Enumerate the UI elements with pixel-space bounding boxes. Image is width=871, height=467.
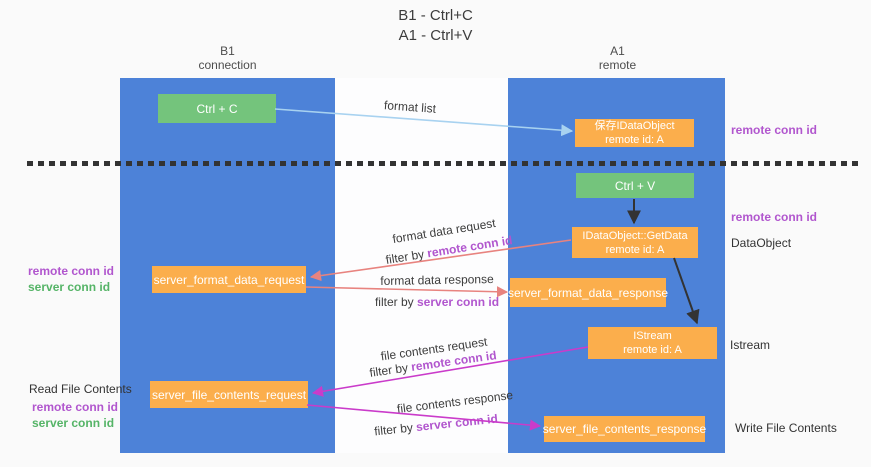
getdata-line1: IDataObject::GetData [582,229,688,242]
right-column-subtitle: remote [598,58,637,72]
ctrl-v-label: Ctrl + V [614,178,656,193]
title-line-2: A1 - Ctrl+V [398,27,473,44]
write-file-contents-label: Write File Contents [735,421,837,435]
left-column-header: B1 connection [120,44,335,72]
right-remote-conn-id-top: remote conn id [731,123,818,137]
read-file-contents-label: Read File Contents [29,382,132,396]
server-format-data-response-label: server_format_data_response [507,285,669,300]
left-remote-conn-id-2: remote conn id [32,400,119,414]
left-column-title: B1 [220,44,235,58]
istream-line1: IStream [633,330,672,342]
diagram-title: B1 - Ctrl+C A1 - Ctrl+V [0,6,871,46]
label-format-data-response: format data response [380,272,494,288]
left-server-conn-id-1: server conn id [28,280,111,294]
node-ctrl-c: Ctrl + C [158,94,276,123]
right-column-header: A1 remote [509,44,726,72]
node-server-format-data-request: server_format_data_request [152,266,306,293]
right-column-title: A1 [610,44,625,58]
save-idataobject-line1: 保存IDataObject [594,120,675,132]
getdata-line2: remote id: A [605,243,665,256]
ctrl-c-label: Ctrl + C [196,101,238,116]
node-idataobject-getdata: IDataObject::GetData remote id: A [572,227,698,258]
node-ctrl-v: Ctrl + V [576,173,694,198]
left-column-subtitle: connection [198,58,257,72]
dataobject-label: DataObject [731,236,792,250]
server-file-contents-request-label: server_file_contents_request [151,387,307,402]
label-filter-server-1: filter by server conn id [375,295,499,309]
istream-line2: remote id: A [623,344,682,356]
left-remote-conn-id-1: remote conn id [28,264,115,278]
node-server-file-contents-response: server_file_contents_response [542,416,707,442]
node-server-format-data-response: server_format_data_response [507,278,669,307]
server-conn-id-text-1: server conn id [417,295,500,309]
node-server-file-contents-request: server_file_contents_request [150,381,308,408]
left-server-conn-id-2: server conn id [32,416,115,430]
node-save-idataobject: 保存IDataObject remote id: A [575,119,694,147]
filter-by-text-2: filter by [374,295,414,309]
title-line-1: B1 - Ctrl+C [398,7,473,24]
node-istream: IStream remote id: A [588,327,717,359]
server-file-contents-response-label: server_file_contents_response [542,422,707,436]
dashed-divider-line [27,161,860,166]
server-format-data-request-label: server_format_data_request [153,272,305,287]
istream-side-label: Istream [730,338,771,352]
right-remote-conn-id-mid: remote conn id [731,210,818,224]
save-idataobject-line2: remote id: A [605,134,664,146]
